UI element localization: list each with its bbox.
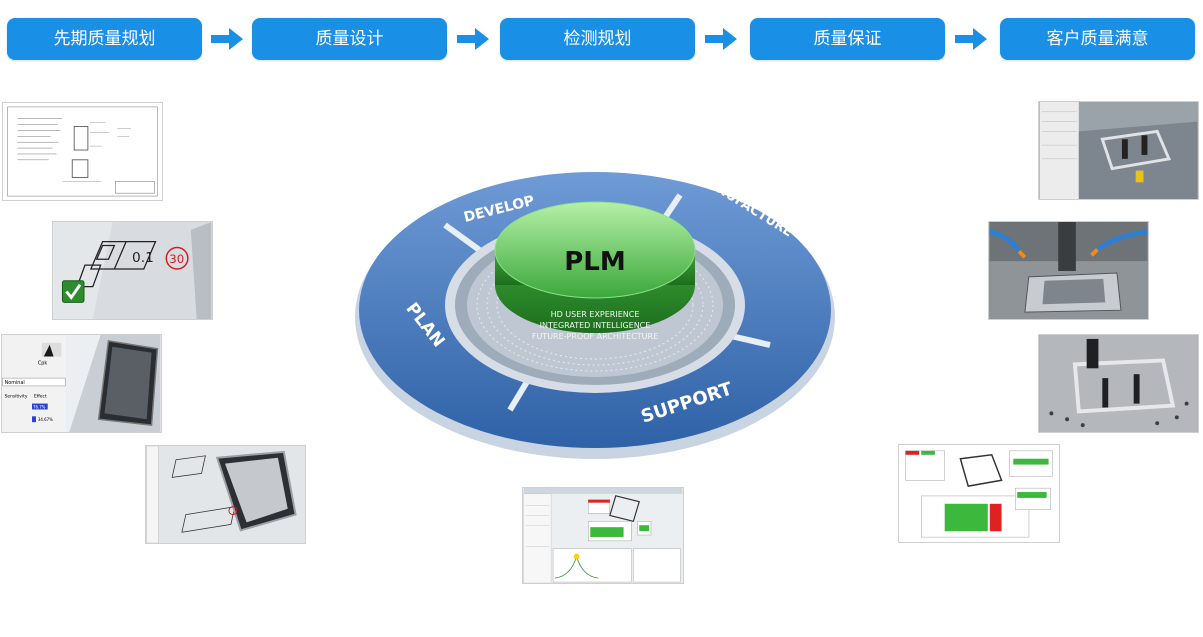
analysis-software-thumbnail: Nominal Cpk Sensitivity Effect 76.7% 34.… bbox=[1, 334, 162, 433]
gdt-callout-thumbnail: 0.1 30 bbox=[52, 221, 213, 320]
cad-part-thumbnail bbox=[145, 445, 306, 544]
inner-line-3: FUTURE-PROOF ARCHITECTURE bbox=[532, 332, 658, 341]
svg-text:Cpk: Cpk bbox=[38, 360, 47, 366]
step-inspection-planning[interactable]: 检测规划 bbox=[500, 18, 695, 60]
plm-center-label: PLM bbox=[564, 247, 626, 277]
inner-line-1: HD USER EXPERIENCE bbox=[551, 310, 640, 319]
fixture-plate-thumbnail bbox=[1038, 334, 1199, 433]
report-thumbnail bbox=[898, 444, 1060, 543]
arrow-right-icon bbox=[211, 28, 243, 50]
balloon-number-text: 30 bbox=[169, 252, 184, 266]
svg-text:Effect: Effect bbox=[34, 394, 47, 400]
inner-line-2: INTEGRATED INTELLIGENCE bbox=[540, 321, 651, 330]
inspection-software-thumbnail bbox=[522, 487, 684, 584]
svg-text:Sensitivity: Sensitivity bbox=[5, 394, 28, 400]
arrow-right-icon bbox=[705, 28, 737, 50]
svg-text:76.7%: 76.7% bbox=[33, 404, 46, 409]
step-quality-assurance[interactable]: 质量保证 bbox=[750, 18, 945, 60]
fixture-software-thumbnail bbox=[1038, 101, 1199, 200]
technical-drawing-thumbnail bbox=[2, 102, 163, 201]
step-quality-design[interactable]: 质量设计 bbox=[252, 18, 447, 60]
cmm-machine-thumbnail bbox=[988, 221, 1149, 320]
step-customer-satisfaction[interactable]: 客户质量满意 bbox=[1000, 18, 1195, 60]
plm-lifecycle-wheel: PLM HD USER EXPERIENCE INTEGRATED INTELL… bbox=[355, 169, 835, 459]
arrow-right-icon bbox=[457, 28, 489, 50]
svg-text:34.67%: 34.67% bbox=[38, 417, 53, 422]
step-advanced-quality-planning[interactable]: 先期质量规划 bbox=[7, 18, 202, 60]
tab-nominal: Nominal bbox=[5, 380, 25, 386]
arrow-right-icon bbox=[955, 28, 987, 50]
tolerance-value-text: 0.1 bbox=[132, 250, 154, 266]
